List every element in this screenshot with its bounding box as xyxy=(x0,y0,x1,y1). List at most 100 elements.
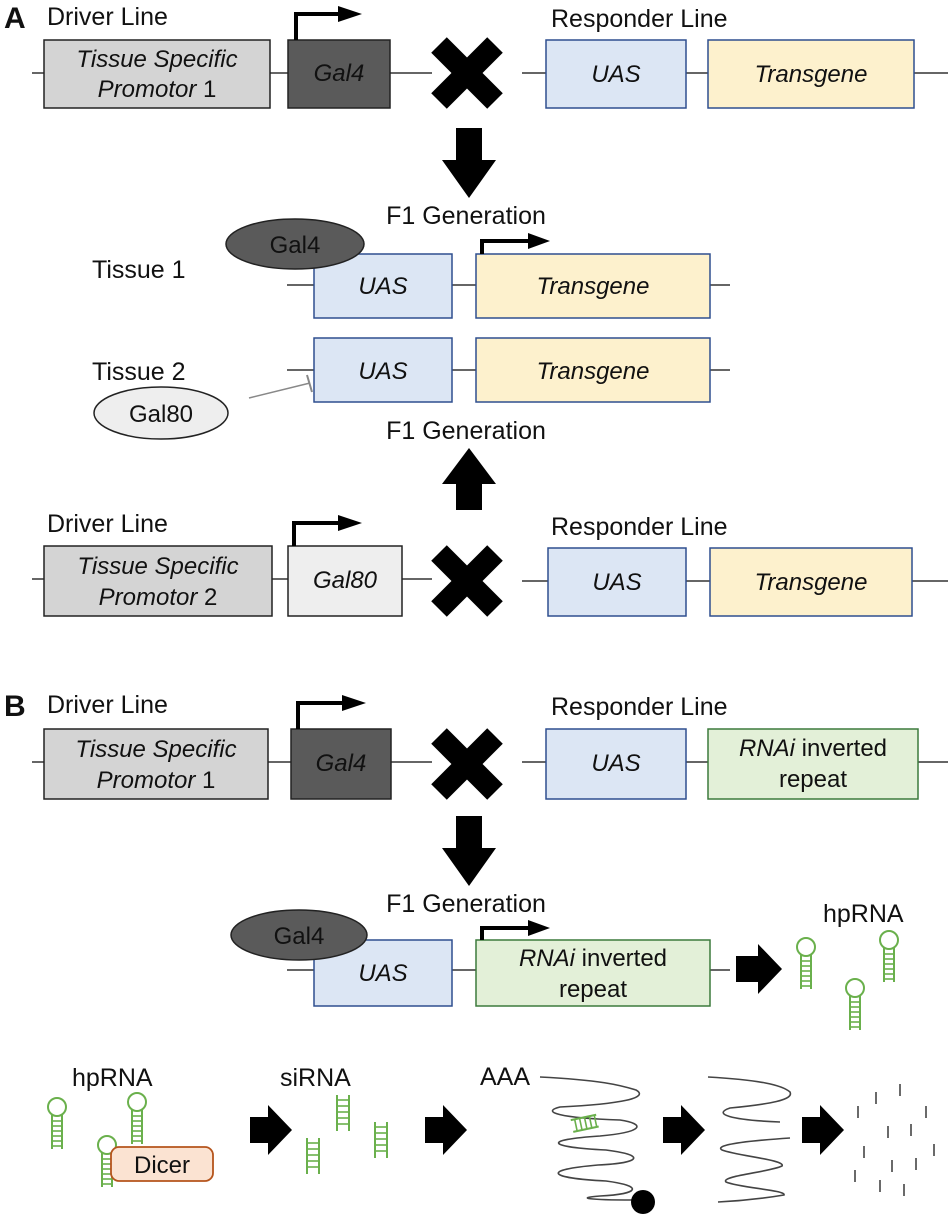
promotor-1-box xyxy=(43,39,271,109)
gal4-protein-label: Gal4 xyxy=(274,923,325,950)
promotor-text-line1: Tissue Specific xyxy=(75,736,236,763)
down-arrow-icon xyxy=(442,816,496,886)
uas-label: UAS xyxy=(591,61,640,88)
mrna-cap-icon xyxy=(631,1190,655,1214)
up-arrow-icon xyxy=(442,448,496,510)
transgene-box xyxy=(475,337,711,403)
responder-line-label: Responder Line xyxy=(551,513,728,541)
degraded-rna-fragments xyxy=(854,1084,935,1196)
promotor-text-line2: Promotor 1 xyxy=(98,76,217,103)
tissue-2-label: Tissue 2 xyxy=(92,358,186,386)
uas-label: UAS xyxy=(358,960,407,987)
transgene-box xyxy=(709,547,913,617)
driver-line-label: Driver Line xyxy=(47,510,168,538)
hairpin-rna-icon xyxy=(127,1092,147,1145)
driver-line-label: Driver Line xyxy=(47,691,168,719)
promotor-1-box xyxy=(43,728,269,800)
cross-icon xyxy=(439,736,495,792)
sirna-bound-icon xyxy=(570,1113,599,1133)
dicer-label: Dicer xyxy=(134,1152,190,1179)
tissue-1-label: Tissue 1 xyxy=(92,256,186,284)
gal4-protein xyxy=(230,909,368,961)
transcription-arrow xyxy=(480,926,530,940)
hairpin-rna-icon xyxy=(47,1097,67,1150)
responder-line-label: Responder Line xyxy=(551,693,728,721)
promotor-text-line1: Tissue Specific xyxy=(76,46,237,73)
hprna-label: hpRNA xyxy=(823,900,904,928)
transcription-arrowhead xyxy=(528,233,550,249)
sirna-icon xyxy=(374,1121,388,1159)
uas-box xyxy=(545,728,687,800)
uas-box xyxy=(313,337,453,403)
rnai-label-line1: RNAi inverted xyxy=(739,735,887,762)
uas-label: UAS xyxy=(591,750,640,777)
rnai-label-line2: repeat xyxy=(779,766,847,793)
gal80-gene-label: Gal80 xyxy=(313,567,378,594)
transgene-label: Transgene xyxy=(755,569,868,596)
rnai-label-line1: RNAi inverted xyxy=(519,945,667,972)
uas-box xyxy=(313,253,453,319)
sirna-label: siRNA xyxy=(280,1064,351,1092)
panel-label-b: B xyxy=(4,690,26,723)
promotor-text-line1: Tissue Specific xyxy=(77,553,238,580)
transcription-arrow xyxy=(292,521,340,546)
sirna-icon xyxy=(306,1137,320,1175)
cleaved-mrna-fragment xyxy=(707,1076,792,1123)
dicer-enzyme xyxy=(110,1146,214,1182)
right-arrow-icon xyxy=(663,1105,705,1155)
driver-line-label: Driver Line xyxy=(47,3,168,31)
gal4-protein xyxy=(225,218,365,270)
hairpin-rna-icon xyxy=(845,978,865,1031)
down-arrow-icon xyxy=(442,128,496,198)
right-arrow-icon xyxy=(425,1105,467,1155)
rnai-repeat-box xyxy=(475,939,711,1007)
right-arrow-icon xyxy=(736,944,782,994)
f1-generation-label: F1 Generation xyxy=(386,890,546,918)
rnai-label-line2: repeat xyxy=(559,976,627,1003)
mrna-strand xyxy=(539,1076,641,1201)
transgene-label: Transgene xyxy=(537,358,650,385)
gal80-gene-box xyxy=(287,545,403,617)
gal4-gene-box xyxy=(290,728,392,800)
promotor-2-box xyxy=(43,545,273,617)
uas-label: UAS xyxy=(358,273,407,300)
hairpin-rna-icon xyxy=(796,937,816,990)
right-arrow-icon xyxy=(250,1105,292,1155)
transcription-arrow xyxy=(294,12,340,40)
f1-generation-label: F1 Generation xyxy=(386,417,546,445)
transcription-arrowhead xyxy=(528,920,550,936)
inhibition-bar xyxy=(306,374,313,393)
cross-icon xyxy=(439,45,495,101)
gal4-gene-label: Gal4 xyxy=(314,60,365,87)
cross-icon xyxy=(439,553,495,609)
transcription-arrowhead xyxy=(338,6,362,22)
transgene-label: Transgene xyxy=(537,273,650,300)
gal4-protein-label: Gal4 xyxy=(270,232,321,259)
gal4-gene-box xyxy=(287,39,391,109)
f1-generation-label: F1 Generation xyxy=(386,202,546,230)
transcription-arrowhead xyxy=(338,515,362,531)
right-arrow-icon xyxy=(802,1105,844,1155)
inhibition-line xyxy=(248,382,311,399)
gal4-gene-label: Gal4 xyxy=(316,750,367,777)
transgene-box xyxy=(475,253,711,319)
transcription-arrow xyxy=(480,239,530,254)
polya-tail-label: AAA xyxy=(480,1063,530,1091)
transcription-arrow xyxy=(296,701,344,729)
gal80-protein xyxy=(93,386,229,440)
panel-label-a: A xyxy=(4,2,26,35)
gal80-protein-label: Gal80 xyxy=(129,401,193,428)
rnai-repeat-box xyxy=(707,728,919,800)
sirna-icon xyxy=(336,1094,350,1132)
promotor-text-line2: Promotor 1 xyxy=(97,767,216,794)
uas-label: UAS xyxy=(358,358,407,385)
uas-label: UAS xyxy=(592,569,641,596)
responder-line-label: Responder Line xyxy=(551,5,728,33)
cleaved-mrna-fragment xyxy=(717,1137,791,1203)
uas-box xyxy=(545,39,687,109)
hairpin-rna-icon xyxy=(879,930,899,983)
transgene-label: Transgene xyxy=(755,61,868,88)
transgene-box xyxy=(707,39,915,109)
promotor-text-line2: Promotor 2 xyxy=(99,584,218,611)
